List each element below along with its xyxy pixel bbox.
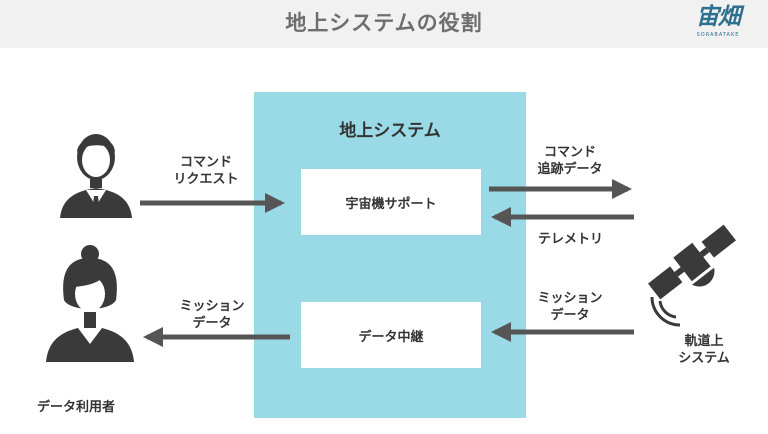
label-telemetry: テレメトリ — [538, 232, 604, 247]
label-mission-data-in: ミッション データ — [537, 291, 603, 323]
businesswoman-icon — [46, 245, 134, 362]
label-data-user: データ利用者 — [37, 400, 116, 415]
sorabatake-logo[interactable]: 宙畑 SORABATAKE — [688, 3, 748, 45]
label-command-tracking: コマンド 追跡データ — [537, 145, 603, 177]
header-bar — [0, 0, 768, 48]
data-relay-box: データ中継 — [301, 302, 481, 368]
ground-system-title: 地上システム — [339, 121, 441, 141]
spacecraft-support-box: 宇宙機サポート — [301, 169, 481, 235]
satellite-icon — [648, 224, 736, 327]
label-orbital-system: 軌道上 システム — [678, 334, 730, 366]
label-command-request: コマンド リクエスト — [173, 155, 239, 187]
page-title: 地上システムの役割 — [285, 11, 483, 35]
businessman-icon — [60, 134, 132, 218]
logo-subtext: SORABATAKE — [696, 32, 740, 38]
label-mission-data-out: ミッション データ — [179, 299, 245, 331]
logo-mark: 宙畑 — [696, 4, 741, 30]
